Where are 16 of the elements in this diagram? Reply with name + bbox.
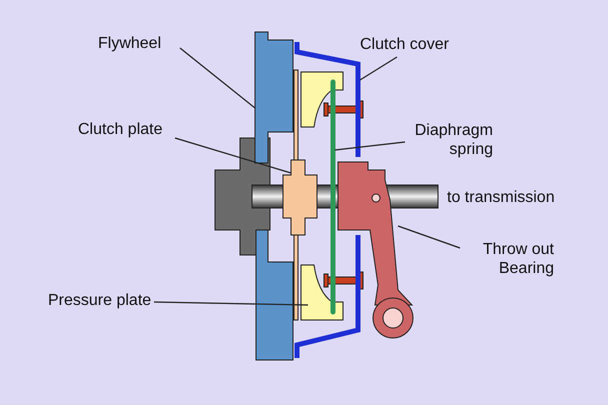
shaft-label: to transmission (447, 188, 555, 207)
leader-line (154, 301, 308, 306)
part-label: Throw out Bearing (458, 240, 554, 278)
flywheel (254, 32, 294, 360)
leader-line (398, 225, 460, 249)
leader-line (174, 137, 292, 174)
leader-line (180, 48, 256, 108)
clutch-cover (294, 42, 360, 358)
part-label: Diaphragm spring (407, 121, 493, 159)
leader-line (360, 56, 398, 81)
part-label: Clutch plate (78, 120, 162, 139)
part-label: Pressure plate (48, 291, 152, 310)
part-label: Flywheel (98, 34, 162, 53)
leader-line (334, 141, 406, 151)
part-label: Clutch cover (360, 35, 449, 54)
throw-out-bearing (338, 162, 414, 338)
